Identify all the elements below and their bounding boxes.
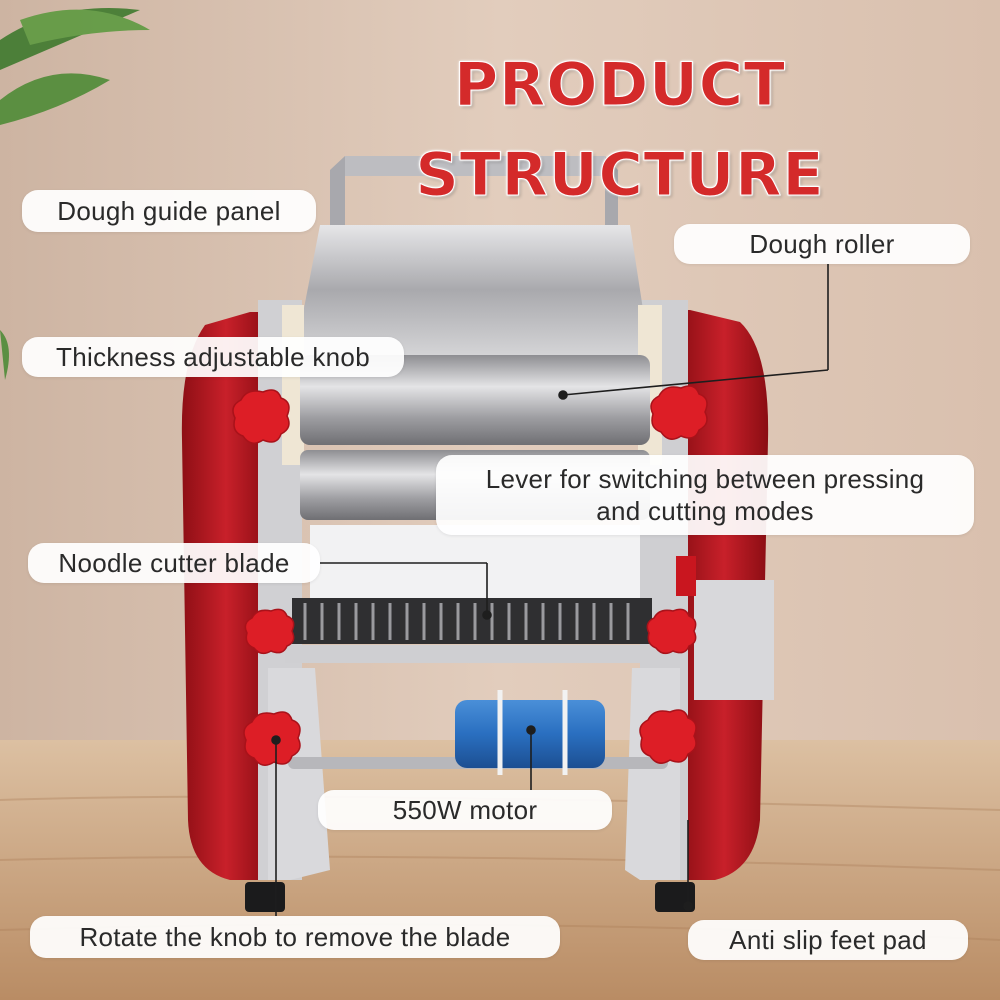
label-dough-roller: Dough roller — [674, 224, 970, 264]
label-motor: 550W motor — [318, 790, 612, 830]
label-lever: Lever for switching between pressing and… — [436, 455, 974, 535]
page-title: PRODUCT STRUCTURE — [415, 50, 825, 211]
label-thickness-knob: Thickness adjustable knob — [22, 337, 404, 377]
label-lever-line2: and cutting modes — [596, 496, 814, 526]
label-noodle-cutter-blade: Noodle cutter blade — [28, 543, 320, 583]
plant-leaves — [0, 8, 150, 380]
label-lever-line1: Lever for switching between pressing — [485, 464, 925, 494]
label-dough-guide-panel: Dough guide panel — [22, 190, 316, 232]
label-anti-slip-feet: Anti slip feet pad — [688, 920, 968, 960]
label-rotate-knob: Rotate the knob to remove the blade — [30, 916, 560, 958]
